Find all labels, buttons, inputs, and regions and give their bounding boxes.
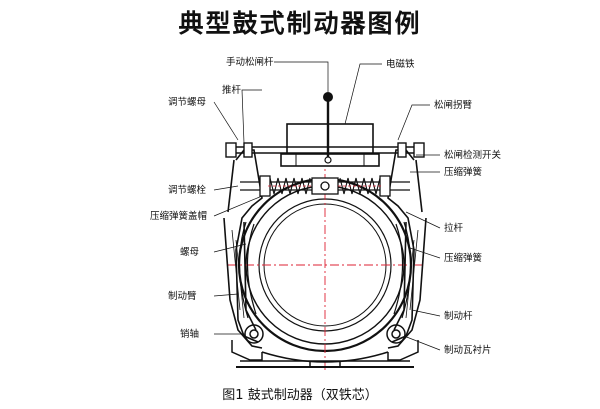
spring-rod	[240, 175, 410, 197]
label-hinge-pin: 销轴	[180, 328, 199, 340]
compression-springs	[269, 177, 381, 195]
push-rod	[225, 142, 425, 158]
label-manual-release-rod: 手动松闸杆	[226, 56, 274, 68]
label-adjust-bolt: 调节螺栓	[168, 184, 207, 196]
manual-release-handle	[323, 92, 333, 164]
label-release-switch: 松闸检测开关	[444, 149, 502, 161]
label-nut: 螺母	[180, 247, 199, 258]
diagram-title: 典型鼓式制动器图例	[178, 9, 422, 38]
brake-shoes	[238, 221, 412, 319]
label-brake-arm: 制动臂	[168, 290, 197, 302]
figure-caption: 图1 鼓式制动器（双铁芯）	[222, 388, 378, 403]
label-release-arm: 松闸拐臂	[434, 99, 473, 111]
part-labels: 手动松闸杆 电磁铁 推杆 调节螺母 松闸拐臂 松闸检测开关 调节螺栓 压缩弹簧 …	[150, 56, 502, 356]
label-stop-bar: 拉杆	[444, 222, 464, 234]
label-compression-spring-right: 压缩弹簧	[444, 252, 483, 264]
label-compression-spring: 压缩弹簧	[444, 166, 483, 178]
leader-lines	[213, 61, 441, 351]
label-electromagnet: 电磁铁	[386, 58, 415, 70]
label-brake-pin: 制动杆	[444, 310, 473, 322]
label-push-rod: 推杆	[222, 84, 242, 96]
base-frame	[231, 340, 419, 368]
label-adjust-nut: 调节螺母	[168, 97, 206, 108]
label-spring-cover: 压缩弹簧盖帽	[150, 210, 207, 222]
label-brake-lining: 制动瓦衬片	[444, 344, 492, 356]
